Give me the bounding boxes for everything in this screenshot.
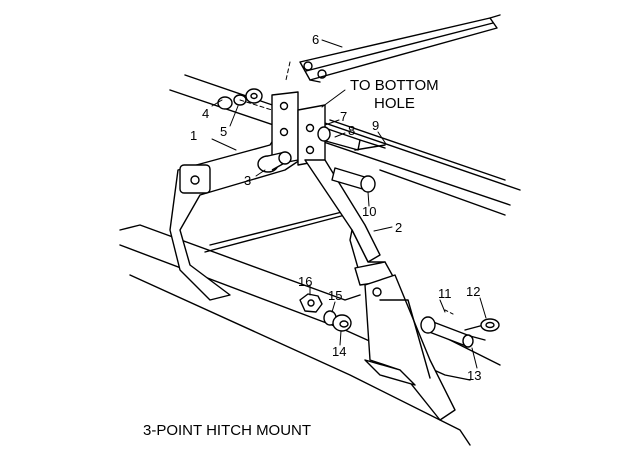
callout-4: 4 [202, 106, 209, 121]
retaining-clip-part-12 [464, 318, 500, 332]
diagram-title: 3-POINT HITCH MOUNT [143, 422, 311, 439]
callout-8: 8 [348, 123, 355, 138]
nut-washer-parts-4-5 [217, 88, 273, 111]
spacer-part-3 [257, 151, 292, 173]
lower-mast-plate [364, 274, 456, 421]
pin-part-8 [317, 126, 386, 151]
callout-1: 1 [190, 128, 197, 143]
leader-lines [211, 39, 487, 369]
callout-9: 9 [372, 118, 379, 133]
callout-6: 6 [312, 32, 319, 47]
callout-labels: 1 2 3 4 5 6 7 8 9 10 11 12 13 14 15 16 [190, 32, 481, 383]
callout-16: 16 [298, 274, 312, 289]
callout-10: 10 [362, 204, 376, 219]
callout-14: 14 [332, 344, 346, 359]
callout-5: 5 [220, 124, 227, 139]
callout-2: 2 [395, 220, 402, 235]
note-to-bottom: TO BOTTOM [350, 77, 439, 94]
callout-13: 13 [467, 368, 481, 383]
hardware-parts-14-16 [299, 293, 352, 332]
lower-pin-parts-11-13 [420, 309, 486, 348]
lower-arm-part-2 [304, 159, 396, 286]
note-hole: HOLE [374, 95, 415, 112]
callout-3: 3 [244, 173, 251, 188]
callout-11: 11 [438, 286, 452, 301]
callout-15: 15 [328, 288, 342, 303]
callout-7: 7 [340, 109, 347, 124]
clevis-pin-part-10 [331, 167, 376, 193]
callout-12: 12 [466, 284, 480, 299]
top-link-part-6 [285, 14, 501, 83]
